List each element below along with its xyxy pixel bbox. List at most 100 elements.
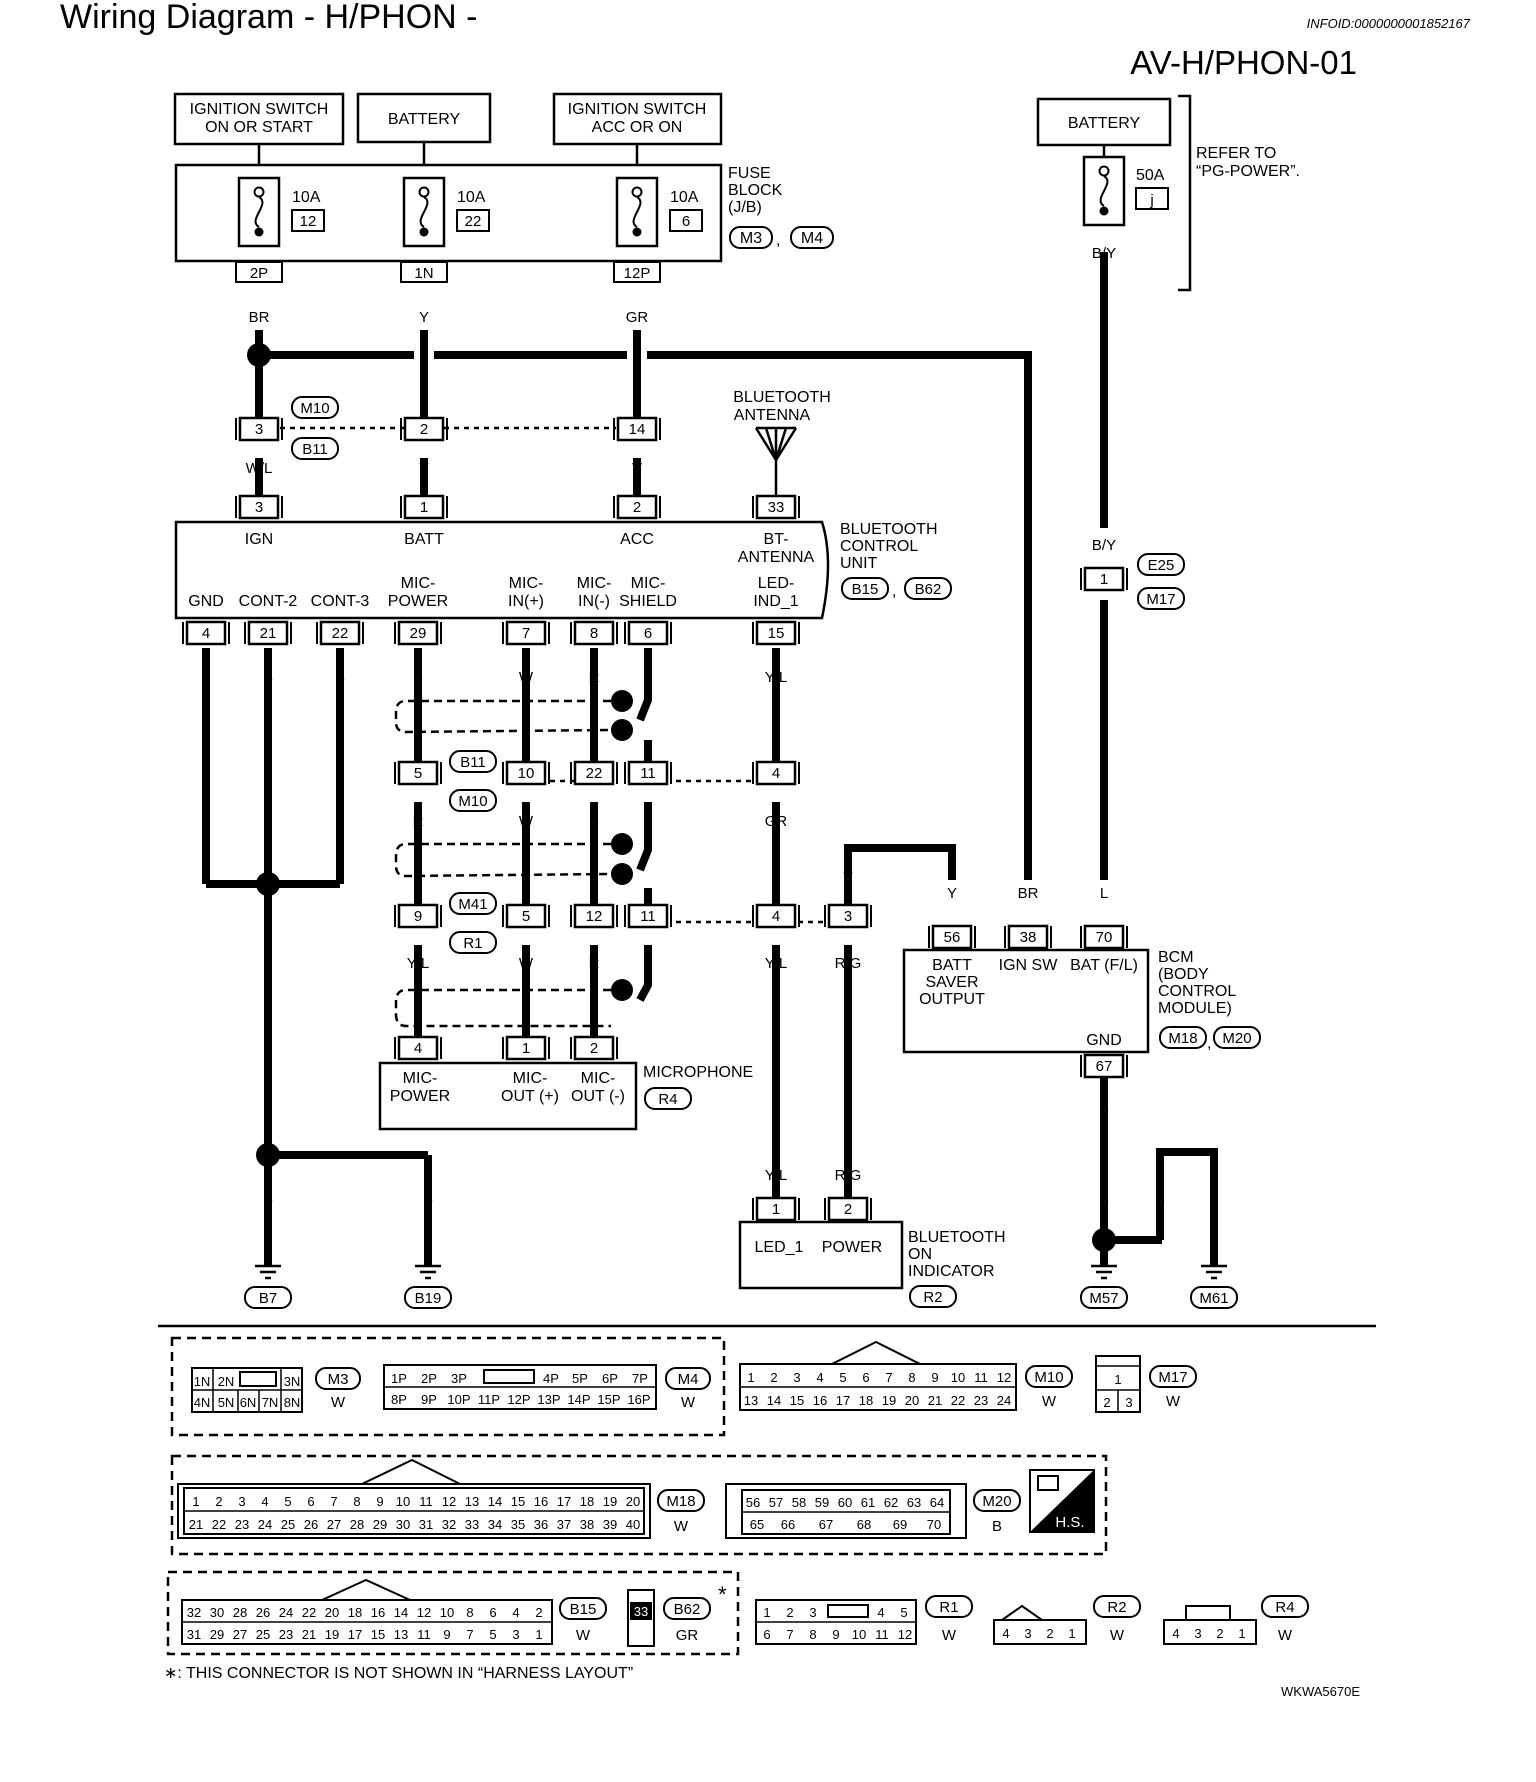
wc-l-top: L [1100, 617, 1108, 634]
fuse-6-num: 6 [682, 213, 690, 230]
wc-by2: B/Y [1092, 537, 1116, 554]
wc-rg2: R/G [835, 1167, 862, 1184]
fuse-block-label-3: (J/B) [728, 199, 762, 216]
fusible-link-num: j [1149, 192, 1153, 209]
svg-text:12: 12 [997, 1370, 1011, 1385]
svg-text:6N: 6N [240, 1395, 257, 1410]
svg-text:,: , [1207, 1035, 1211, 1052]
fuse-12 [237, 176, 281, 248]
svg-text:62: 62 [884, 1495, 898, 1510]
wc-b-m57: B [1099, 1191, 1109, 1208]
shield-loop-2 [394, 842, 612, 878]
svg-text:31: 31 [187, 1627, 201, 1642]
svg-text:14: 14 [629, 421, 646, 438]
svg-text:5: 5 [489, 1627, 496, 1642]
svg-text:9: 9 [931, 1370, 938, 1385]
svg-text:2P: 2P [421, 1371, 437, 1386]
wc-rg: R/G [835, 955, 862, 972]
splice-gnd-2 [256, 1143, 280, 1167]
svg-text:20: 20 [325, 1605, 339, 1620]
svg-text:70: 70 [927, 1517, 941, 1532]
refer-line2: “PG-POWER”. [1196, 163, 1300, 180]
svg-text:M18: M18 [1168, 1030, 1197, 1047]
svg-text:10P: 10P [447, 1392, 470, 1407]
wc-b-gnd: B [201, 669, 211, 686]
wc-y-bcm2: Y [947, 885, 957, 902]
svg-text:7: 7 [522, 625, 530, 642]
splice-shield-3 [611, 833, 633, 855]
wc-b-bcmgnd: B [1099, 1101, 1109, 1118]
svg-text:12: 12 [586, 908, 603, 925]
wc-v: V [632, 460, 642, 477]
svg-text:59: 59 [815, 1495, 829, 1510]
svg-text:18: 18 [580, 1494, 594, 1509]
pin-b11-4: 4 [752, 760, 800, 786]
svg-text:21: 21 [260, 625, 277, 642]
wc-gr: GR [626, 309, 649, 326]
svg-text:15: 15 [790, 1393, 804, 1408]
bcu-led-1: LED- [758, 575, 794, 592]
svg-text:8: 8 [466, 1605, 473, 1620]
pin-bcu-3: 3 [235, 494, 283, 520]
fuse-12-num: 12 [300, 213, 317, 230]
svg-text:2: 2 [633, 499, 641, 516]
svg-text:8: 8 [908, 1370, 915, 1385]
svg-text:19: 19 [603, 1494, 617, 1509]
bcu-mp-1: MIC- [401, 575, 436, 592]
svg-text:26: 26 [256, 1605, 270, 1620]
svg-text:38: 38 [580, 1517, 594, 1532]
pin-b11-22: 22 [570, 760, 618, 786]
svg-text:5: 5 [900, 1605, 907, 1620]
svg-text:W: W [331, 1394, 346, 1411]
svg-text:9: 9 [376, 1494, 383, 1509]
svg-text:3: 3 [238, 1494, 245, 1509]
svg-text:W: W [1042, 1393, 1057, 1410]
page-title: Wiring Diagram - H/PHON - [60, 0, 477, 36]
svg-text:14P: 14P [567, 1392, 590, 1407]
ign-on-start-box [173, 92, 345, 146]
svg-text:7N: 7N [262, 1395, 279, 1410]
pin-mic-4: 4 [394, 1035, 442, 1061]
svg-text:30: 30 [210, 1605, 224, 1620]
svg-text:35: 35 [511, 1517, 525, 1532]
svg-text:5: 5 [284, 1494, 291, 1509]
svg-text:,: , [892, 583, 896, 600]
ind-power-label: POWER [822, 1239, 882, 1256]
svg-text:22: 22 [212, 1517, 226, 1532]
legend-r2: 4 3 2 1 R2 W [993, 1595, 1141, 1645]
fuse-block-label-2: BLOCK [728, 182, 783, 199]
bcu-cont3: CONT-3 [311, 593, 370, 610]
svg-text:3: 3 [255, 421, 263, 438]
legend-group-m3-m4 [170, 1336, 726, 1437]
svg-text:11P: 11P [478, 1392, 500, 1407]
fuse-6 [615, 176, 659, 248]
wc-w2: W [519, 813, 534, 830]
wc-y2: Y [419, 460, 429, 477]
bcm-bs-2: SAVER [925, 974, 978, 991]
svg-text:65: 65 [750, 1517, 764, 1532]
pin-bcu-4: 4 [182, 620, 230, 646]
svg-text:4: 4 [202, 625, 210, 642]
ign-on-start-line1: IGNITION SWITCH [190, 101, 329, 118]
oval-b62: B62 [904, 577, 952, 600]
svg-text:1: 1 [772, 1201, 780, 1218]
refer-bracket [1178, 94, 1192, 292]
svg-text:1: 1 [763, 1605, 770, 1620]
legend-group-m18-m20 [170, 1454, 1108, 1556]
bcu-ms-2: SHIELD [619, 593, 677, 610]
wc-l-bcm: L [1100, 885, 1108, 902]
figure-code: WKWA5670E [1281, 1684, 1360, 1699]
svg-text:27: 27 [233, 1627, 247, 1642]
bcu-bt-2: ANTENNA [738, 549, 815, 566]
svg-text:1: 1 [522, 1040, 530, 1057]
svg-text:27: 27 [327, 1517, 341, 1532]
pin-bcu-6: 6 [624, 620, 672, 646]
svg-text:7: 7 [885, 1370, 892, 1385]
mic-outn-1: MIC- [581, 1070, 616, 1087]
fusible-link-amp: 50A [1136, 167, 1165, 184]
svg-text:21: 21 [189, 1517, 203, 1532]
svg-text:63: 63 [907, 1495, 921, 1510]
svg-text:23: 23 [974, 1393, 988, 1408]
ind-led-label: LED_1 [755, 1239, 804, 1256]
bcu-label-1: BLUETOOTH [840, 521, 938, 538]
